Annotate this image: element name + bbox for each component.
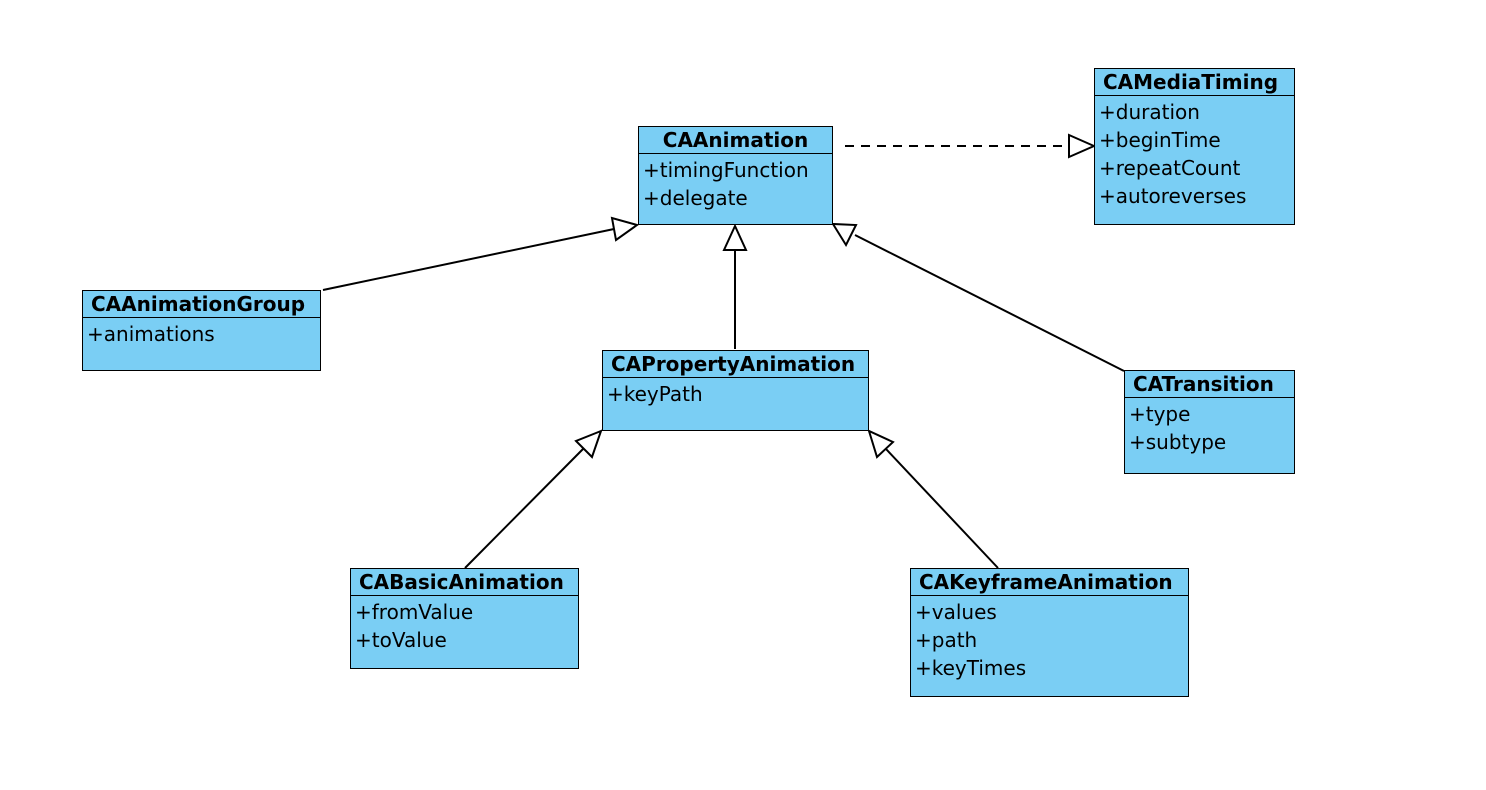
generalization-arrowhead-icon	[867, 429, 895, 459]
attribute: +beginTime	[1099, 128, 1221, 152]
attribute: +animations	[87, 322, 215, 346]
attribute: +keyTimes	[915, 656, 1027, 680]
class-catransition[interactable]: CATransition +type +subtype	[1124, 370, 1295, 474]
attribute: +path	[915, 628, 978, 652]
attribute: +duration	[1099, 100, 1200, 124]
generalization-arrowhead-icon	[574, 429, 603, 459]
attribute: +type	[1129, 402, 1191, 426]
attribute: +timingFunction	[643, 158, 809, 182]
generalization-line-cabasicanimation	[464, 448, 584, 569]
attribute: +keyPath	[607, 382, 703, 406]
class-name: CAPropertyAnimation	[603, 351, 868, 378]
class-name: CATransition	[1125, 371, 1294, 398]
realization-arrowhead-icon	[1068, 133, 1097, 159]
class-camediatiming[interactable]: CAMediaTiming +duration +beginTime +repe…	[1094, 68, 1295, 225]
class-name: CAAnimationGroup	[83, 291, 320, 318]
class-cakeyframeanimation[interactable]: CAKeyframeAnimation +values +path +keyTi…	[910, 568, 1189, 697]
class-capropertyanimation[interactable]: CAPropertyAnimation +keyPath	[602, 350, 869, 431]
attribute: +autoreverses	[1099, 184, 1247, 208]
generalization-line-catransition	[854, 234, 1125, 372]
class-caanimationgroup[interactable]: CAAnimationGroup +animations	[82, 290, 321, 371]
attribute: +values	[915, 600, 997, 624]
class-name: CAAnimation	[639, 127, 832, 154]
generalization-arrowhead-icon	[831, 222, 858, 248]
class-cabasicanimation[interactable]: CABasicAnimation +fromValue +toValue	[350, 568, 579, 669]
generalization-line-cakeyframeanimation	[885, 448, 999, 569]
attribute: +toValue	[355, 628, 447, 652]
attribute: +fromValue	[355, 600, 474, 624]
class-name: CAMediaTiming	[1095, 69, 1294, 96]
attribute: +delegate	[643, 186, 748, 210]
class-name: CAKeyframeAnimation	[911, 569, 1188, 596]
attribute: +repeatCount	[1099, 156, 1241, 180]
generalization-arrowhead-icon	[722, 223, 748, 251]
class-name: CABasicAnimation	[351, 569, 578, 596]
attribute: +subtype	[1129, 430, 1227, 454]
class-caanimation[interactable]: CAAnimation +timingFunction +delegate	[638, 126, 833, 225]
generalization-line-caanimationgroup	[322, 228, 615, 291]
generalization-arrowhead-icon	[610, 216, 640, 242]
